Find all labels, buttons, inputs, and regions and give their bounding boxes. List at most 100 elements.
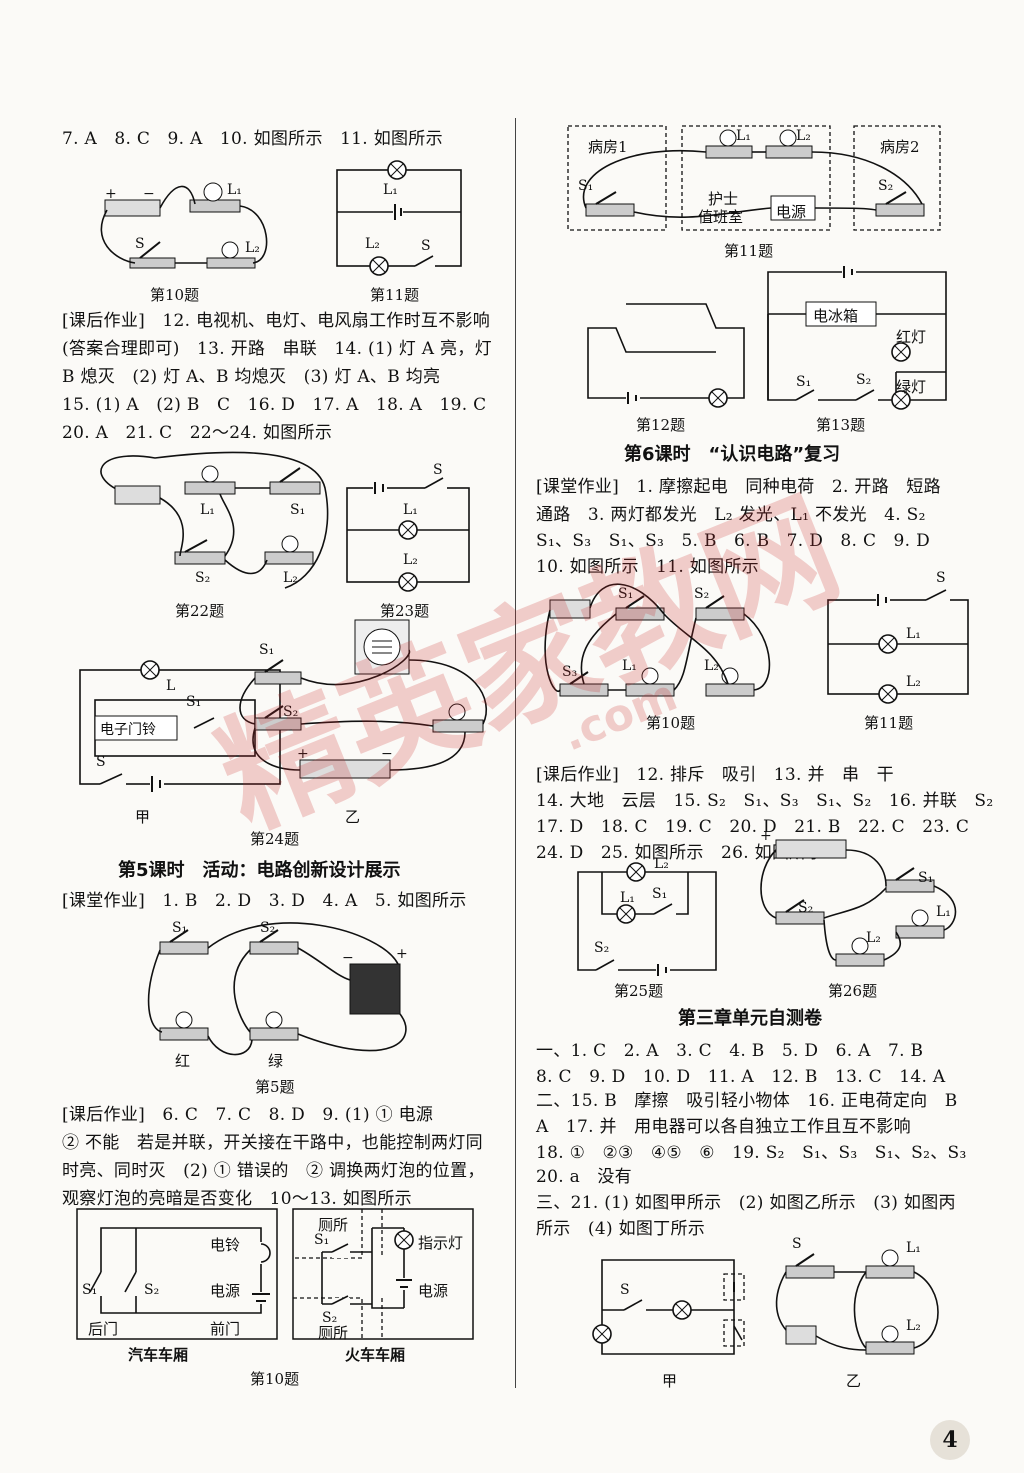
answer-line: 24. D 25. 如图所示 26. 如图所示: [536, 843, 824, 863]
label: 电冰箱: [813, 307, 859, 325]
svg-text:+: +: [105, 186, 117, 202]
caption: 甲: [662, 1372, 678, 1390]
svg-text:S: S: [135, 236, 145, 252]
answer-line: 三、21. (1) 如图甲所示 (2) 如图乙所示 (3) 如图丙: [536, 1193, 956, 1213]
svg-text:S₁: S₁: [172, 920, 187, 936]
label: 厕所: [318, 1324, 349, 1342]
answer-line: [课后作业] 6. C 7. C 8. D 9. (1) ① 电源: [62, 1105, 434, 1125]
svg-text:S: S: [936, 570, 946, 586]
svg-text:L: L: [166, 678, 175, 694]
svg-text:L₂: L₂: [906, 1318, 921, 1334]
svg-text:S₂: S₂: [798, 900, 813, 916]
label: 火车车厢: [345, 1346, 406, 1364]
svg-text:L₁: L₁: [620, 890, 635, 906]
svg-text:S₃: S₃: [562, 664, 577, 680]
svg-text:L₁: L₁: [200, 502, 215, 518]
label: 绿灯: [896, 378, 927, 396]
answer-line: A 17. 并 用电器可以各自独立工作且互不影响: [536, 1117, 911, 1137]
caption: 第11题: [724, 242, 774, 260]
svg-text:S₁: S₁: [314, 1232, 329, 1248]
caption: 第10题: [646, 714, 696, 732]
caption: 第5题: [255, 1078, 295, 1096]
label: 红: [175, 1052, 191, 1070]
figure-13-schematic: S₁ S₂: [767, 266, 947, 410]
caption: 第26题: [828, 982, 878, 1000]
svg-text:+: +: [297, 746, 309, 762]
answer-line: 一、1. C 2. A 3. C 4. B 5. D 6. A 7. B: [536, 1041, 924, 1061]
label: 红灯: [896, 328, 927, 346]
caption: 乙: [846, 1372, 862, 1390]
svg-text:S₂: S₂: [878, 178, 893, 194]
figure-10-physical: +− L₁ S L₂: [100, 182, 268, 269]
label: 前门: [210, 1320, 241, 1338]
answer-line: 7. A 8. C 9. A 10. 如图所示 11. 如图所示: [62, 129, 443, 149]
caption: 第11题: [370, 286, 420, 304]
answer-line: 8. C 9. D 10. D 11. A 12. B 13. C 14. A: [536, 1067, 946, 1087]
caption: 第11题: [864, 714, 914, 732]
answer-line: 时亮、同时灭 (2) ① 错误的 ② 调换两灯泡的位置，: [62, 1161, 485, 1181]
svg-text:+: +: [396, 946, 408, 962]
svg-text:−: −: [342, 950, 354, 966]
svg-text:+: +: [760, 828, 772, 844]
svg-text:−: −: [143, 186, 155, 202]
svg-text:S₂: S₂: [283, 704, 298, 720]
page-number: 4: [930, 1420, 970, 1460]
figure-24-yi: S₁ S₂ +−: [239, 619, 488, 779]
svg-text:L₂: L₂: [365, 236, 380, 252]
caption: 第13题: [816, 416, 866, 434]
section-heading: 第三章单元自测卷: [678, 1008, 822, 1029]
svg-text:S₂: S₂: [260, 920, 275, 936]
answer-line: 所示 (4) 如图丁所示: [536, 1219, 706, 1239]
svg-text:L₂: L₂: [654, 856, 669, 872]
figure-11-schematic: L₁ L₂ S: [336, 160, 462, 276]
svg-text:S₁: S₁: [918, 870, 933, 886]
svg-text:L₂: L₂: [906, 674, 921, 690]
figure-21-yi: S L₁ L₂: [775, 1236, 939, 1355]
figure-12-schematic: [587, 303, 745, 408]
figure-24-jia: L 电子门铃 S₁ S: [79, 660, 281, 792]
figure-23-schematic: S L₁ L₂: [346, 462, 470, 592]
figure-21-jia: S: [592, 1259, 745, 1355]
doorbell-label: 电子门铃: [100, 722, 156, 738]
svg-text:S₂: S₂: [322, 1310, 337, 1326]
caption: 第23题: [380, 602, 430, 620]
svg-text:S₂: S₂: [195, 570, 210, 586]
svg-text:L₁: L₁: [906, 626, 921, 642]
caption: 第25题: [614, 982, 664, 1000]
label: 汽车车厢: [128, 1346, 189, 1364]
figure-10-bus: S₁ S₂: [76, 1208, 278, 1340]
svg-text:S: S: [96, 754, 106, 770]
figure-5-physical: S₁ S₂ − +: [147, 920, 408, 1056]
answer-line: 15. (1) A (2) B C 16. D 17. A 18. A 19. …: [62, 395, 487, 415]
svg-text:S₁: S₁: [259, 642, 274, 658]
section-heading: 第6课时 “认识电路”复习: [624, 444, 841, 465]
answer-line: 通路 3. 两灯都发光 L₂ 发光、L₁ 不发光 4. S₂: [536, 505, 926, 525]
answer-line: 14. 大地 云层 15. S₂ S₁、S₃ S₁、S₂ 16. 并联 S₂: [536, 791, 994, 811]
label: 后门: [88, 1320, 119, 1338]
svg-text:S: S: [433, 462, 443, 478]
column-divider: [515, 118, 516, 1388]
svg-text:L₁: L₁: [403, 502, 418, 518]
label: 病房1: [588, 138, 628, 156]
label: 电源: [210, 1282, 241, 1300]
answer-line: [课堂作业] 1. 摩擦起电 同种电荷 2. 开路 短路: [536, 477, 941, 497]
svg-text:S₂: S₂: [694, 586, 709, 602]
svg-text:S₁: S₁: [652, 886, 667, 902]
figure-10-physical-right: S₁ S₂ S₃ L₁ L₂: [544, 583, 771, 697]
answer-line: [课后作业] 12. 电视机、电灯、电风扇工作时互不影响: [62, 311, 491, 331]
answer-line: B 熄灭 (2) 灯 A、B 均熄灭 (3) 灯 A、B 均亮: [62, 367, 441, 387]
svg-text:L₂: L₂: [403, 552, 418, 568]
label: 绿: [268, 1052, 284, 1070]
caption: 第10题: [150, 286, 200, 304]
answer-line: 18. ① ②③ ④⑤ ⑥ 19. S₂ S₁、S₃ S₁、S₂、S₃: [536, 1143, 967, 1163]
svg-text:S₁: S₁: [290, 502, 305, 518]
answer-line: S₁、S₃ S₁、S₃ 5. B 6. B 7. D 8. C 9. D: [536, 531, 931, 551]
svg-text:S: S: [421, 238, 431, 254]
figure-10-train: S₁ S₂: [292, 1208, 474, 1340]
answer-line: 20. A 21. C 22～24. 如图所示: [62, 423, 333, 443]
answer-line: [课后作业] 12. 排斥 吸引 13. 并 串 干: [536, 765, 894, 785]
answer-line: [课堂作业] 1. B 2. D 3. D 4. A 5. 如图所示: [62, 891, 467, 911]
figure-26-physical: +− S₁ S₂ L₁ L₂: [760, 824, 957, 967]
label: 病房2: [880, 138, 920, 156]
